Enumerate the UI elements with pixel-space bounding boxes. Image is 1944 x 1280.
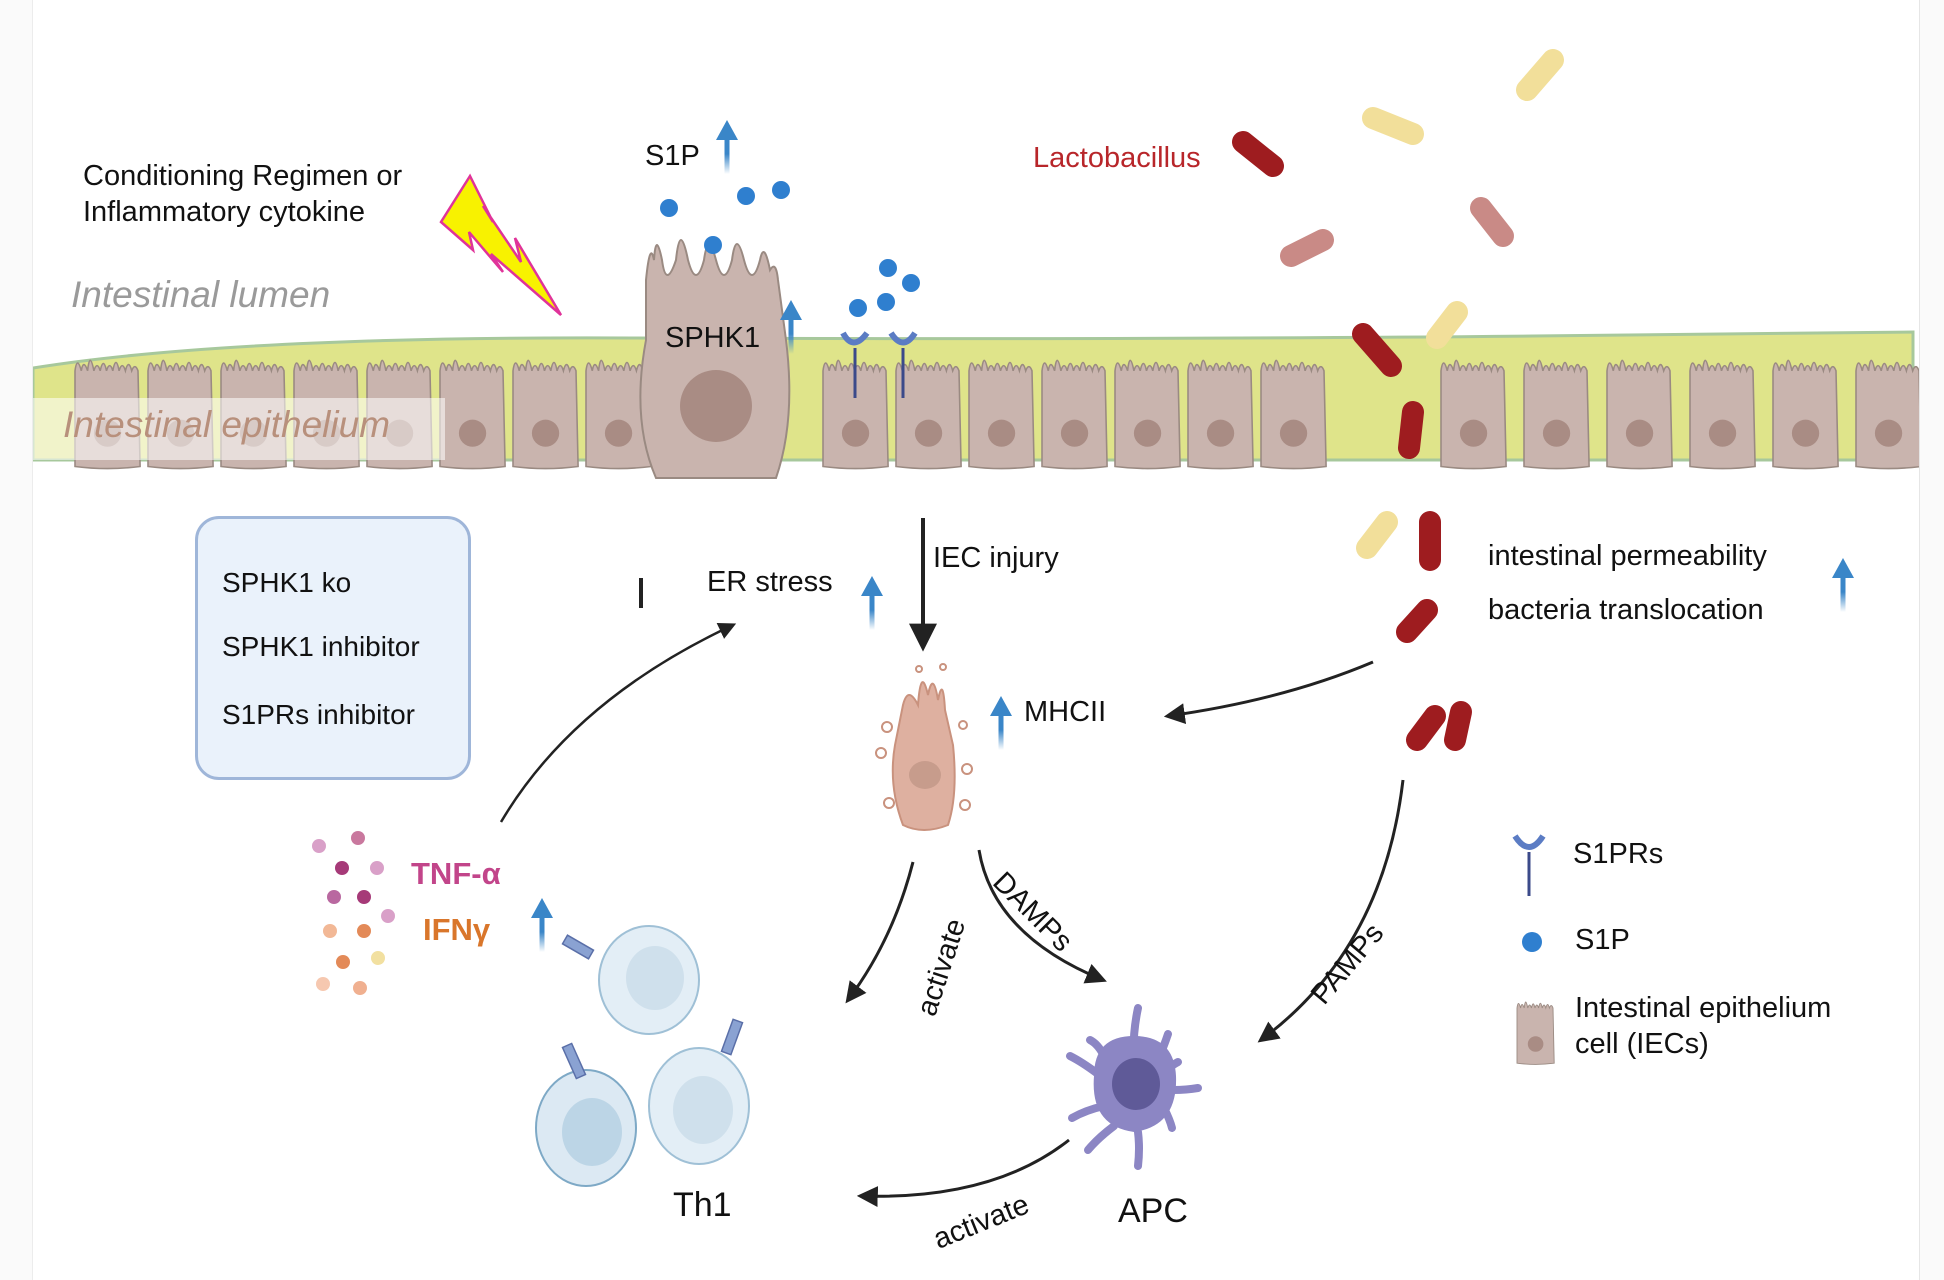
epithelial-cell bbox=[895, 359, 962, 470]
damaged-iec-icon bbox=[875, 663, 973, 831]
s1pr-receptors bbox=[840, 331, 918, 398]
epithelial-cell bbox=[1772, 359, 1839, 470]
damps-arrow bbox=[977, 849, 1107, 984]
epithelial-cell bbox=[1260, 359, 1327, 470]
mhcii-label: MHCII bbox=[1024, 696, 1107, 728]
th1-label: Th1 bbox=[673, 1186, 732, 1224]
trigger-line1: Conditioning Regimen or bbox=[83, 160, 403, 192]
er-stress-up-arrow-icon bbox=[861, 576, 883, 630]
lumen-label: Intestinal lumen bbox=[71, 274, 331, 315]
tnf-alpha-label: TNF-α bbox=[411, 856, 501, 891]
iec-injury-label: IEC injury bbox=[933, 542, 1059, 574]
epithelial-cell bbox=[1606, 359, 1673, 470]
bacteria bbox=[1232, 49, 1564, 751]
epithelial-cell bbox=[1523, 359, 1590, 470]
diagram-canvas: Conditioning Regimen or Inflammatory cyt… bbox=[32, 0, 1920, 1280]
diagram-graphics bbox=[33, 49, 1919, 1208]
trigger-line2: Inflammatory cytokine bbox=[83, 196, 366, 228]
epithelial-cell bbox=[1855, 359, 1919, 470]
epithelial-cell bbox=[1041, 359, 1108, 470]
s1p-dots bbox=[660, 181, 920, 317]
lactobacillus-icon bbox=[1232, 131, 1284, 177]
sphk1-cell bbox=[639, 239, 791, 479]
permeability-label: intestinal permeability bbox=[1488, 540, 1767, 572]
epithelium-label: Intestinal epithelium bbox=[63, 404, 391, 445]
legend-iec-label-line1: Intestinal epithelium bbox=[1575, 992, 1832, 1024]
receptor-icon bbox=[1512, 834, 1546, 896]
cytokine-to-er-arrow bbox=[499, 623, 737, 823]
epithelial-cell bbox=[512, 359, 579, 470]
ifn-gamma-label: IFNγ bbox=[423, 912, 491, 947]
bacteria-to-mhcii-arrow bbox=[1163, 660, 1374, 725]
s1p-dot-icon bbox=[1522, 932, 1542, 952]
epithelial-cell bbox=[1440, 359, 1507, 470]
s1p-label: S1P bbox=[645, 140, 700, 172]
mhcii-up-arrow-icon bbox=[990, 696, 1012, 750]
epithelial-cell bbox=[1114, 359, 1181, 470]
th1-cells bbox=[535, 925, 750, 1187]
epithelial-cell bbox=[439, 359, 506, 470]
legend-s1prs-label: S1PRs bbox=[1573, 838, 1664, 870]
apc-label: APC bbox=[1118, 1192, 1188, 1230]
s1p-up-arrow-icon bbox=[716, 120, 738, 174]
lactobacillus-label: Lactobacillus bbox=[1033, 142, 1201, 174]
er-stress-label: ER stress bbox=[707, 566, 833, 598]
inhibitor-box: SPHK1 ko SPHK1 inhibitor S1PRs inhibitor bbox=[195, 516, 471, 780]
legend-iec-label-line2: cell (IECs) bbox=[1575, 1028, 1709, 1060]
cytokine-particles bbox=[312, 831, 395, 995]
inhibitor-item: SPHK1 ko bbox=[222, 567, 352, 598]
legend-s1p-label: S1P bbox=[1575, 924, 1630, 956]
lightning-bolt-icon bbox=[439, 173, 563, 316]
permeability-up-arrow-icon bbox=[1832, 558, 1854, 612]
iec-cell-icon bbox=[1516, 1001, 1555, 1065]
epithelial-cell bbox=[1689, 359, 1756, 470]
inhibitor-item: SPHK1 inhibitor bbox=[222, 631, 420, 662]
epithelial-cell bbox=[968, 359, 1035, 470]
epithelial-cell bbox=[1187, 359, 1254, 470]
inhibitor-item: S1PRs inhibitor bbox=[222, 699, 415, 730]
pamps-arrow bbox=[1257, 779, 1405, 1043]
sphk1-label: SPHK1 bbox=[665, 322, 761, 354]
cytokine-up-arrow-icon bbox=[531, 898, 553, 952]
translocation-label: bacteria translocation bbox=[1488, 594, 1764, 626]
apc-to-th1-arrow bbox=[856, 1138, 1070, 1208]
iec-to-th1-arrow bbox=[845, 861, 915, 1004]
apc-cell bbox=[1066, 1004, 1202, 1170]
